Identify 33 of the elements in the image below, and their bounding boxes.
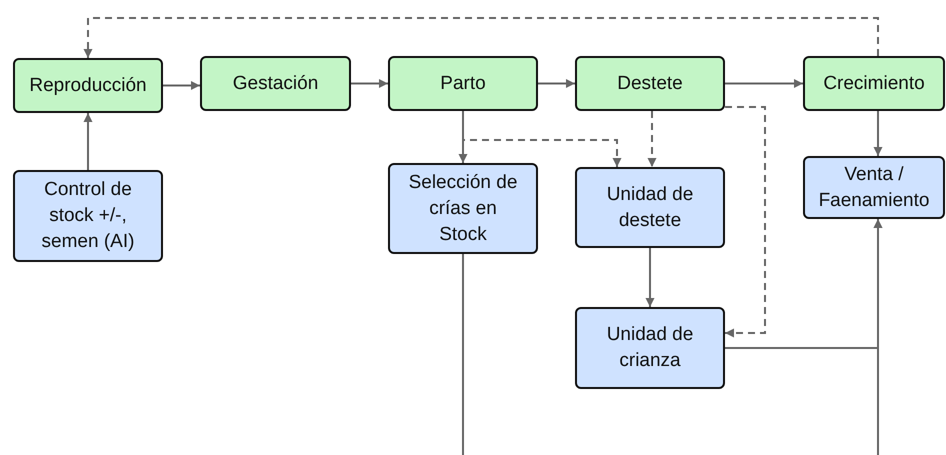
dashed-arrow <box>648 111 656 167</box>
unit-box <box>388 163 538 254</box>
stage-box <box>575 56 725 111</box>
dashed-arrow <box>462 111 622 167</box>
stage-box <box>803 56 945 111</box>
stage-box <box>200 56 351 111</box>
node-label: Venta / Faenamiento <box>818 162 930 212</box>
node-label: Unidad de destete <box>606 182 694 232</box>
node-label: Selección de crías en Stock <box>408 170 518 246</box>
arrow <box>538 79 575 88</box>
arrow <box>84 113 92 170</box>
node-label: Reproducción <box>29 74 147 98</box>
arrow <box>646 248 654 307</box>
arrow <box>163 81 200 90</box>
stage-box <box>13 58 163 113</box>
arrow <box>725 79 803 88</box>
node-label: Crecimiento <box>823 72 925 96</box>
unit-box <box>803 156 945 219</box>
arrow <box>874 111 882 156</box>
stage-box <box>388 56 538 111</box>
unit-box <box>13 170 163 262</box>
unit-box <box>575 307 725 389</box>
node-label: Unidad de crianza <box>606 323 694 373</box>
unit-box <box>575 167 725 248</box>
node-label: Control de stock +/-, semen (AI) <box>40 178 136 254</box>
node-label: Destete <box>617 72 683 96</box>
connector-line <box>462 254 464 455</box>
dashed-arrow <box>725 106 766 338</box>
node-label: Gestación <box>232 72 318 96</box>
dashed-arrow <box>84 17 879 58</box>
arrow <box>351 79 388 88</box>
arrow <box>874 219 882 455</box>
node-label: Parto <box>440 72 486 96</box>
